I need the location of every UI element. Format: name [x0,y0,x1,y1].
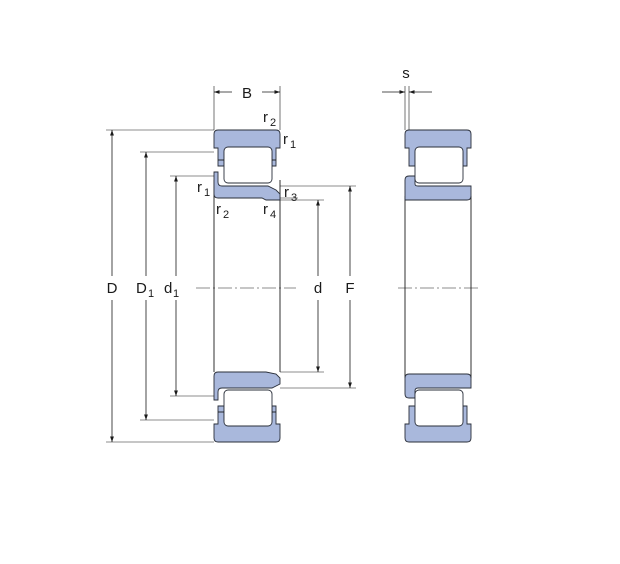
label-r4-sub: 4 [270,209,276,221]
roller-bottom [223,389,273,427]
inner-ring-bottom [213,371,281,401]
label-r1-left-sub: 1 [204,187,210,199]
inner-ring-top [213,171,281,201]
side-roller-top [414,146,464,184]
label-r2-top: r [263,109,268,126]
label-r1-top-sub: 1 [290,139,296,151]
label-r2-bottom-sub: 2 [223,209,229,221]
label-r4: r [263,201,268,218]
dimension-B [213,86,281,130]
label-d: d [314,280,322,297]
dimension-d1 [170,175,214,397]
label-D: D [107,280,118,297]
label-D1: D [136,280,147,297]
label-D1-sub: 1 [148,288,154,300]
dimension-D1 [140,151,214,421]
label-r3: r [284,184,289,201]
label-r3-sub: 3 [291,192,297,204]
label-d1-sub: 1 [173,288,179,300]
label-r1-left: r [197,179,202,196]
label-s: s [402,65,410,82]
dimension-d [280,199,324,373]
label-F: F [345,280,354,297]
dimension-F [280,185,356,389]
side-inner-ring-bottom [404,373,472,399]
side-roller-bottom [414,389,464,427]
dimension-D [106,129,214,443]
label-d1: d [164,280,172,297]
dimension-s [382,86,432,130]
label-r1-top: r [283,131,288,148]
label-B: B [242,85,252,102]
roller-top [223,146,273,184]
section-view [196,129,296,443]
label-r2-top-sub: 2 [270,117,276,129]
label-r2-bottom: r [216,201,221,218]
side-inner-ring-top [404,175,472,201]
side-view [398,129,478,443]
